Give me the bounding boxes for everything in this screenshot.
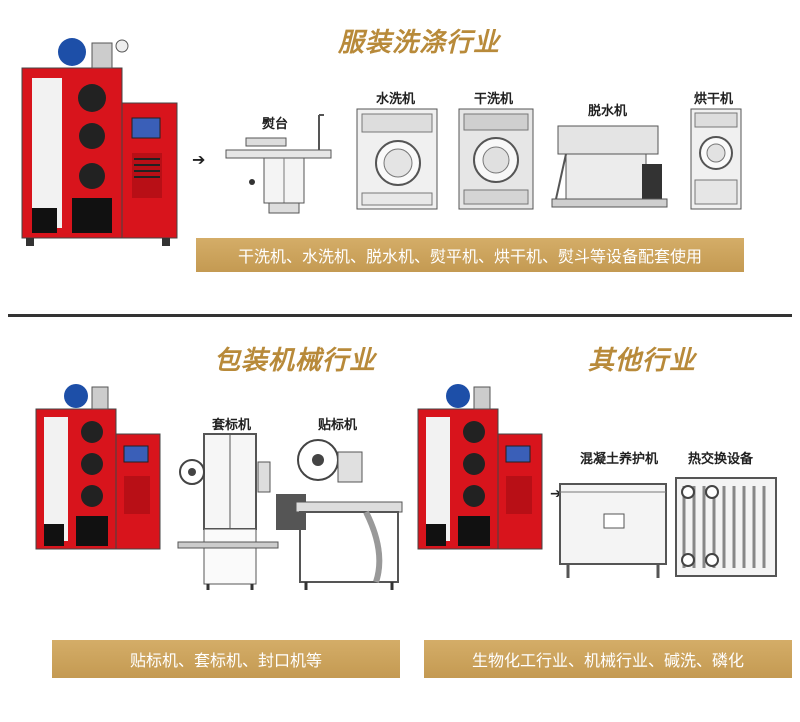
section-title-packaging: 包装机械行业 <box>214 346 377 376</box>
banner-packaging: 贴标机、套标机、封口机等 <box>52 640 400 678</box>
arrow-icon: ➔ <box>550 486 562 502</box>
banner-other: 生物化工行业、机械行业、碱洗、磷化 <box>424 640 792 678</box>
section-title-apparel: 服装洗涤行业 <box>338 28 501 58</box>
labeler-image <box>276 439 403 590</box>
label-ironing-table: 熨台 <box>262 117 289 132</box>
steam-boiler-image <box>21 38 178 246</box>
label-concrete-curing: 混凝土养护机 <box>580 452 659 467</box>
label-washing-machine: 水洗机 <box>376 92 416 107</box>
section-title-other: 其他行业 <box>588 346 697 376</box>
dry-cleaner-image <box>458 108 534 210</box>
label-heat-exchanger: 热交换设备 <box>688 452 754 467</box>
ironing-table-image <box>225 114 332 214</box>
sleeve-labeler-image <box>177 433 279 590</box>
label-dry-cleaner: 干洗机 <box>474 92 514 107</box>
section-divider <box>8 314 792 317</box>
tumble-dryer-image <box>690 108 742 210</box>
label-tumble-dryer: 烘干机 <box>694 92 734 107</box>
steam-boiler-image <box>35 384 161 550</box>
heat-exchanger-image <box>675 477 777 577</box>
concrete-curing-machine-image <box>559 483 667 578</box>
washing-machine-image <box>356 108 438 210</box>
spin-dryer-image <box>551 125 668 208</box>
label-sleeve-labeler: 套标机 <box>212 418 252 433</box>
banner-apparel: 干洗机、水洗机、脱水机、熨平机、烘干机、熨斗等设备配套使用 <box>196 238 744 272</box>
steam-boiler-image <box>417 384 543 550</box>
label-labeler: 贴标机 <box>318 418 358 433</box>
label-spin-dryer: 脱水机 <box>588 104 628 119</box>
arrow-icon: ➔ <box>192 150 206 169</box>
